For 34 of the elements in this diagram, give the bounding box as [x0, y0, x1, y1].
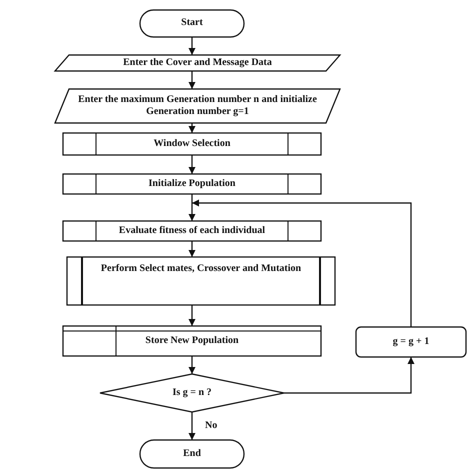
arrow [188, 356, 196, 374]
input-parallelogram [55, 89, 340, 123]
terminator-shape [140, 10, 244, 37]
arrow [188, 155, 196, 174]
node-text: End [183, 448, 201, 460]
arrow [188, 37, 196, 55]
node-text: Is g = n ? [172, 386, 212, 400]
input-parallelogram [55, 55, 340, 71]
node-text: Initialize Population [148, 178, 236, 190]
predefined-process-box [63, 221, 321, 241]
edge-label: No [204, 420, 218, 431]
node-text: Window Selection [154, 138, 230, 150]
arrow [188, 241, 196, 257]
predefined-process-box [67, 257, 335, 305]
arrow [188, 412, 196, 440]
process-box [63, 326, 321, 356]
node-text: Evaluate fitness of each individual [118, 224, 266, 238]
node-text: g = g + 1 [392, 336, 430, 348]
arrow [188, 194, 196, 221]
process-box [356, 327, 466, 357]
node-text: Enter the maximum Generation number n and initialize Generation number g=1 [77, 94, 318, 118]
node-text: Perform Select mates, Crossover and Mutation [100, 263, 302, 276]
node-text: Store New Population [145, 334, 239, 348]
arrow [188, 123, 196, 133]
predefined-process-box [63, 174, 321, 194]
terminator-shape [140, 440, 244, 468]
arrow [188, 71, 196, 89]
arrow [284, 357, 414, 394]
decision-diamond [100, 374, 284, 412]
node-text: Start [181, 17, 203, 30]
arrow [192, 200, 412, 327]
node-text: Enter the Cover and Message Data [123, 56, 272, 70]
arrow [188, 305, 196, 326]
predefined-process-box [63, 133, 321, 155]
